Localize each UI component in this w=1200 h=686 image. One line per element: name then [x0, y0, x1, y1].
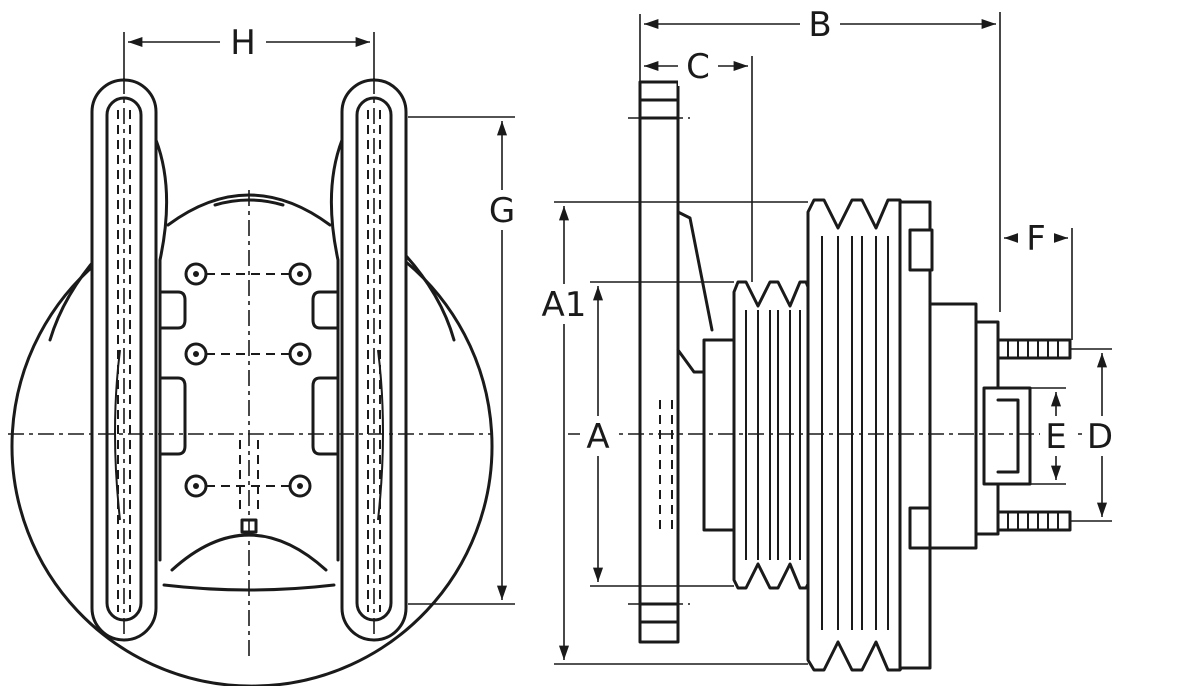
- dimension-e: E: [1030, 387, 1074, 485]
- label-f: F: [1026, 219, 1046, 259]
- dimension-f: F: [1004, 218, 1073, 340]
- label-a1: A1: [542, 285, 587, 325]
- dimension-g: G: [408, 116, 522, 605]
- dimension-b: B: [639, 4, 1001, 312]
- label-e: E: [1045, 417, 1066, 457]
- dimension-c: C: [644, 46, 753, 282]
- dimension-a1: A1: [538, 201, 808, 665]
- bolt-holes: [184, 262, 312, 498]
- dimension-d: D: [1070, 348, 1122, 522]
- large-pulley: [806, 198, 908, 672]
- dimension-h: H: [123, 22, 375, 80]
- small-pulley: [732, 280, 812, 590]
- label-g: G: [489, 191, 515, 231]
- label-h: H: [230, 23, 256, 63]
- side-view: [568, 80, 1110, 672]
- label-a: A: [586, 417, 609, 457]
- label-b: B: [808, 5, 831, 45]
- dimension-a: A: [580, 281, 734, 587]
- mounting-studs: [996, 338, 1072, 532]
- front-view: [8, 78, 494, 686]
- label-c: C: [686, 47, 710, 87]
- label-d: D: [1087, 417, 1113, 457]
